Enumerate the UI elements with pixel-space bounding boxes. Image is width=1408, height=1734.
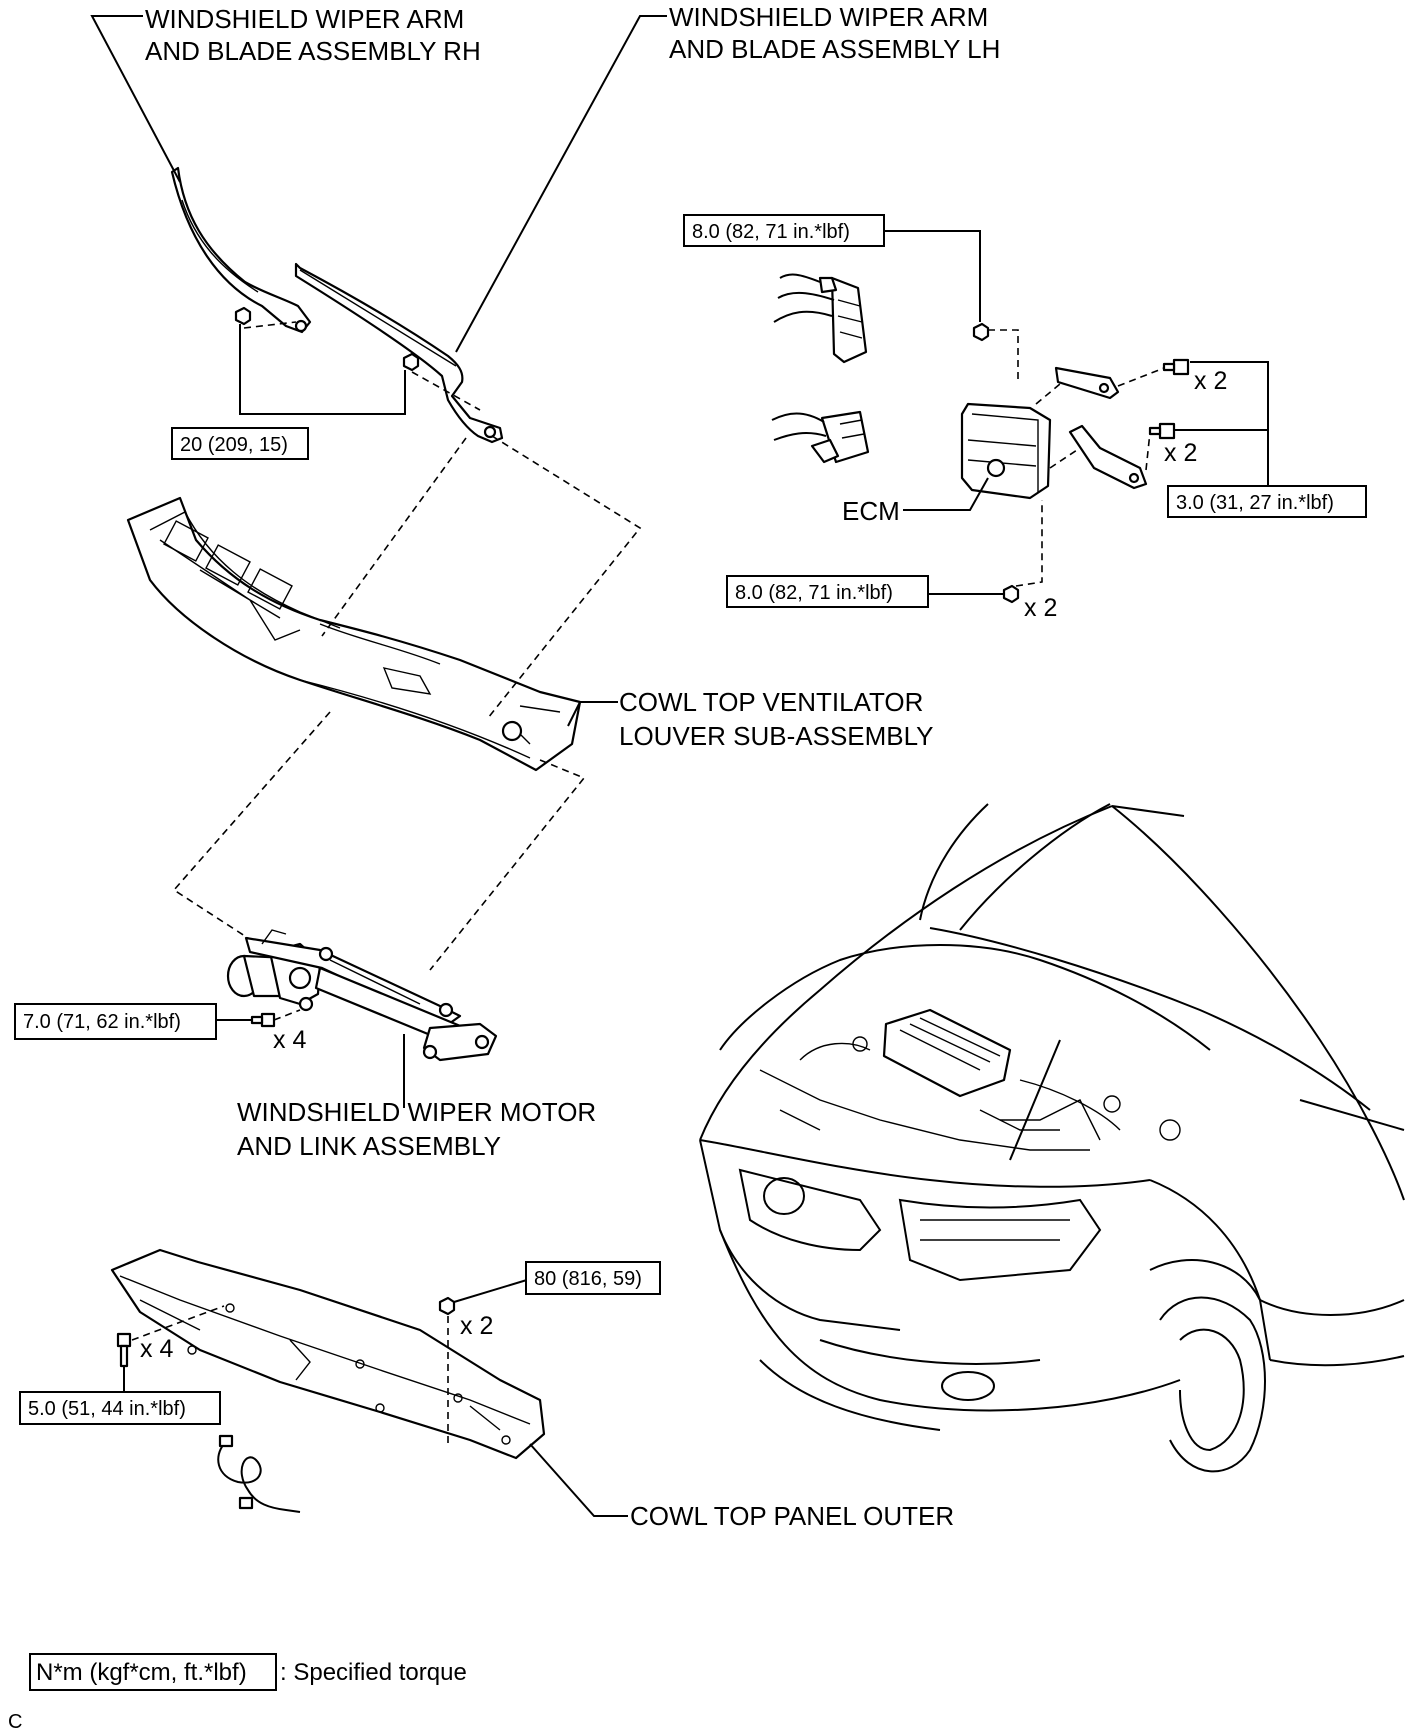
ecm-nut-bottom-icon — [1002, 584, 1020, 604]
ecm-bracket-dash-1 — [1035, 383, 1061, 405]
wiper-arm-torque-leader — [239, 324, 406, 415]
legend-torque-unit-box — [29, 1653, 277, 1691]
ecm-connector-small-icon — [771, 410, 870, 464]
cowl-panel-nut-torque-box — [525, 1261, 661, 1295]
wiper-lh-leader — [455, 15, 667, 353]
ecm-nut-top-torque-text: 8.0 (82, 71 in.*lbf) — [692, 221, 850, 243]
ecm-bracket-upper-icon — [1054, 366, 1120, 400]
ecm-connector-large-icon — [773, 273, 868, 364]
corner-code: C — [8, 1711, 22, 1733]
ecm-nut-bottom-dash — [1015, 500, 1043, 587]
ecm-bolt-torque-box — [1167, 485, 1367, 518]
ecm-bolt-lower-qty: x 2 — [1164, 439, 1197, 467]
cowl-louver-leader — [567, 701, 618, 727]
cowl-panel-nut-icon — [438, 1296, 456, 1316]
cowl-louver-label-line1: COWL TOP VENTILATOR — [619, 687, 923, 717]
cowl-panel-bolt-torque-text: 5.0 (51, 44 in.*lbf) — [28, 1398, 186, 1420]
wiper-motor-torque-text: 7.0 (71, 62 in.*lbf) — [23, 1011, 181, 1033]
alignment-dash-right — [487, 435, 642, 719]
ecm-unit-icon — [960, 402, 1052, 500]
wiper-arm-lh-illustration — [294, 262, 504, 444]
wiper-arm-nut-icon — [234, 306, 420, 372]
wiper-motor-illustration — [226, 929, 498, 1062]
wiper-arm-torque-box — [171, 427, 309, 460]
wiper-nut-dash-rh — [243, 321, 297, 329]
cowl-panel-label: COWL TOP PANEL OUTER — [630, 1501, 954, 1531]
ecm-leader — [903, 477, 989, 511]
wiper-motor-bolt-dash — [273, 1009, 301, 1021]
wiper-motor-label-line1: WINDSHIELD WIPER MOTOR — [237, 1097, 596, 1127]
wiper-arm-torque-text: 20 (209, 15) — [180, 434, 288, 456]
alignment-dash-lower — [172, 711, 331, 939]
ecm-bolt-upper-qty: x 2 — [1194, 367, 1227, 395]
wiper-arm-rh-illustration — [170, 166, 312, 334]
vehicle-front-illustration — [699, 803, 1405, 1473]
ecm-bracket-dash-2 — [1049, 447, 1081, 469]
ecm-bolt-upper-dash — [1117, 367, 1165, 387]
cowl-panel-leader — [529, 1443, 628, 1517]
wiper-motor-torque-box — [14, 1003, 217, 1040]
ecm-bracket-lower-icon — [1068, 424, 1148, 490]
wiper-rh-leader — [90, 15, 181, 183]
wiper-motor-bolt-icon — [250, 1012, 276, 1028]
ecm-nut-bottom-qty: x 2 — [1024, 594, 1057, 622]
cowl-panel-wire-harness-icon — [217, 1434, 301, 1513]
wiper-motor-bolt-qty: x 4 — [273, 1026, 306, 1054]
wiper-nut-dash-lh — [411, 371, 481, 411]
wiper-motor-label-line2: AND LINK ASSEMBLY — [237, 1131, 501, 1161]
ecm-bolt-lower-dash — [1145, 431, 1151, 471]
wiper-rh-label-line2: AND BLADE ASSEMBLY RH — [145, 36, 481, 66]
legend-torque-meaning: : Specified torque — [280, 1659, 467, 1686]
alignment-dash-lower-right — [429, 759, 586, 971]
cowl-louver-label-line2: LOUVER SUB-ASSEMBLY — [619, 721, 934, 751]
ecm-bolt-lower-icon — [1148, 422, 1176, 440]
alignment-dash-left — [321, 437, 467, 637]
wiper-lh-label-line1: WINDSHIELD WIPER ARM — [669, 2, 988, 32]
cowl-panel-bolt-torque-box — [19, 1391, 221, 1425]
ecm-bolt-upper-icon — [1162, 358, 1190, 376]
ecm-nut-top-icon — [972, 322, 990, 342]
legend-torque-unit-text: N*m (kgf*cm, ft.*lbf) — [36, 1659, 247, 1686]
wiper-rh-label-line1: WINDSHIELD WIPER ARM — [145, 4, 464, 34]
ecm-nut-top-leader — [884, 230, 981, 322]
ecm-bolt-torque-text: 3.0 (31, 27 in.*lbf) — [1176, 492, 1334, 514]
wiper-lh-label-line2: AND BLADE ASSEMBLY LH — [669, 34, 1000, 64]
cowl-panel-bolt-qty: x 4 — [140, 1335, 173, 1363]
cowl-panel-nut-qty: x 2 — [460, 1312, 493, 1340]
cowl-panel-nut-torque-text: 80 (816, 59) — [534, 1268, 642, 1290]
cowl-panel-illustration — [110, 1248, 546, 1460]
ecm-nut-top-dash — [988, 329, 1019, 380]
ecm-nut-bottom-torque-box — [726, 575, 929, 608]
ecm-nut-bottom-torque-text: 8.0 (82, 71 in.*lbf) — [735, 582, 893, 604]
cowl-panel-bolt-dash — [131, 1305, 225, 1341]
cowl-louver-illustration — [126, 496, 582, 772]
ecm-label: ECM — [842, 496, 900, 526]
cowl-panel-bolt-icon — [116, 1332, 132, 1368]
